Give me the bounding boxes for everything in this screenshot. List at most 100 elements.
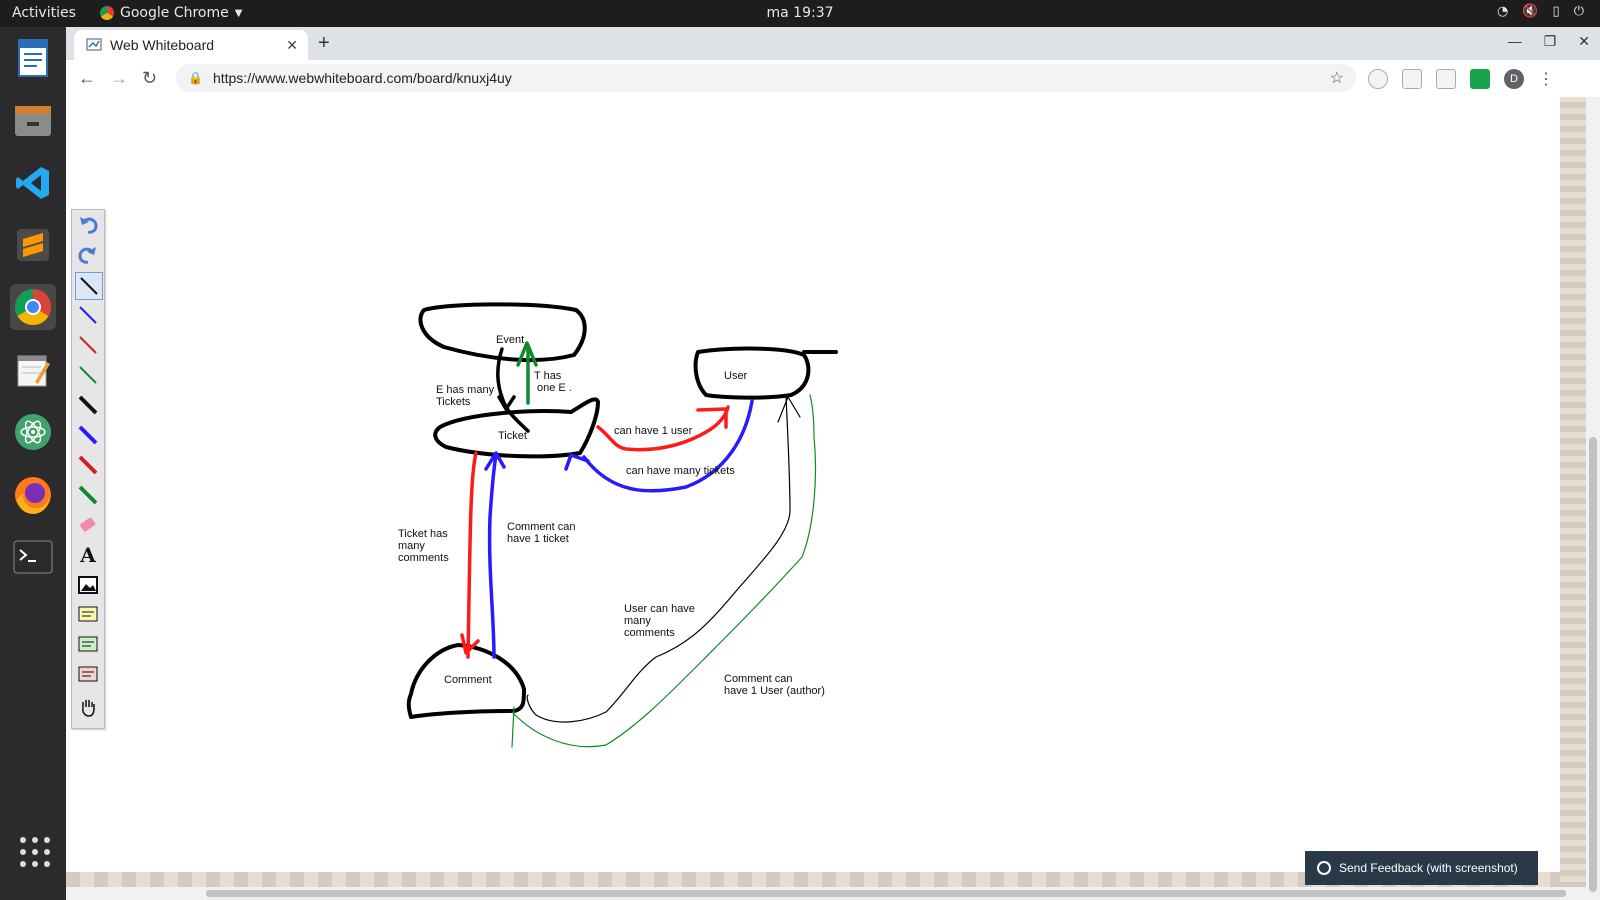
entity-label-event: Event xyxy=(496,334,524,346)
relation-label: Comment can xyxy=(724,673,792,685)
relation-label: User can have xyxy=(624,603,695,615)
lock-icon: 🔒 xyxy=(188,71,203,85)
vertical-scrollbar[interactable] xyxy=(1586,97,1600,900)
green-pen-icon[interactable] xyxy=(75,362,101,388)
pan-hand-icon[interactable] xyxy=(75,694,101,720)
whiteboard-canvas[interactable]: Event User Ticket Comment E has many Tic… xyxy=(66,97,1561,872)
url-text[interactable]: https://www.webwhiteboard.com/board/knux… xyxy=(212,70,512,86)
cors-extension-icon[interactable] xyxy=(1470,69,1490,89)
blue-marker-icon[interactable] xyxy=(75,422,101,448)
bookmark-star-icon[interactable]: ☆ xyxy=(1329,70,1344,87)
send-feedback-label: Send Feedback (with screenshot) xyxy=(1339,861,1518,875)
comment-shape xyxy=(406,643,526,719)
relation-label: one E . xyxy=(537,382,572,394)
black-pen-icon[interactable] xyxy=(75,272,103,300)
close-window-icon[interactable]: ✕ xyxy=(1578,33,1590,49)
extension-icon[interactable] xyxy=(1368,69,1388,89)
green-marker-icon[interactable] xyxy=(75,482,101,508)
send-feedback-button[interactable]: Send Feedback (with screenshot) xyxy=(1305,851,1538,885)
text-editor-icon[interactable] xyxy=(10,347,56,393)
event-shape xyxy=(418,302,587,363)
volume-muted-icon: 🔇 xyxy=(1522,4,1539,19)
red-marker-icon[interactable] xyxy=(75,452,101,478)
close-tab-icon[interactable]: ✕ xyxy=(286,36,298,53)
relation-label: can have many tickets xyxy=(626,465,735,477)
whiteboard-tool-palette: A xyxy=(71,209,105,729)
battery-icon: ▯ xyxy=(1552,4,1560,19)
sticky-note-yellow-icon[interactable] xyxy=(75,602,101,628)
atom-icon[interactable] xyxy=(10,409,56,455)
address-bar[interactable]: 🔒 https://www.webwhiteboard.com/board/kn… xyxy=(176,64,1356,92)
activities-button[interactable]: Activities xyxy=(12,5,76,21)
sticky-note-red-icon[interactable] xyxy=(75,662,101,688)
image-tool-icon[interactable] xyxy=(75,572,101,598)
tab-strip: Web Whiteboard ✕ + — ❐ ✕ xyxy=(66,27,1600,60)
horizontal-scrollbar[interactable] xyxy=(66,887,1586,900)
browser-toolbar: ← → ↻ 🔒 https://www.webwhiteboard.com/bo… xyxy=(66,60,1600,98)
system-tray[interactable]: ◔ 🔇 ▯ ⏻ xyxy=(1497,4,1584,19)
relation-label: have 1 ticket xyxy=(507,533,569,545)
chrome-icon[interactable] xyxy=(10,284,56,330)
reload-button[interactable]: ↻ xyxy=(142,68,158,88)
restore-icon[interactable]: ❐ xyxy=(1543,33,1557,49)
new-tab-button[interactable]: + xyxy=(318,32,330,54)
chrome-icon xyxy=(100,6,114,20)
power-icon: ⏻ xyxy=(1573,4,1584,19)
sticky-note-green-icon[interactable] xyxy=(75,632,101,658)
relation-label: have 1 User (author) xyxy=(724,685,825,697)
relation-label: Tickets xyxy=(436,396,471,408)
entity-label-ticket: Ticket xyxy=(498,430,527,442)
relation-label: many xyxy=(398,540,425,552)
relation-label: E has many xyxy=(436,384,495,396)
browser-window: Web Whiteboard ✕ + — ❐ ✕ ← → ↻ 🔒 https:/… xyxy=(66,27,1600,900)
user-shape xyxy=(693,346,811,400)
red-pen-icon[interactable] xyxy=(75,332,101,358)
back-button[interactable]: ← xyxy=(78,68,96,88)
clock[interactable]: ma 19:37 xyxy=(766,5,834,21)
tab-title: Web Whiteboard xyxy=(110,37,215,53)
relation-label: Ticket has xyxy=(398,528,448,540)
show-applications-icon[interactable] xyxy=(18,835,52,874)
files-icon[interactable] xyxy=(10,97,56,143)
tab-web-whiteboard[interactable]: Web Whiteboard ✕ xyxy=(74,30,308,60)
entity-label-user: User xyxy=(724,370,748,382)
terminal-icon[interactable] xyxy=(10,534,56,580)
relation-label: can have 1 user xyxy=(614,425,693,437)
undo-icon[interactable] xyxy=(75,212,101,238)
launcher-dock xyxy=(0,27,66,900)
er-diagram-sketch: Event User Ticket Comment E has many Tic… xyxy=(398,302,838,748)
extension-icon[interactable] xyxy=(1436,69,1456,89)
system-top-bar: Activities Google Chrome ▼ ma 19:37 ◔ 🔇 … xyxy=(0,0,1600,27)
libreoffice-writer-icon[interactable] xyxy=(10,35,56,81)
smiley-icon xyxy=(1317,861,1331,875)
chevron-down-icon: ▼ xyxy=(234,7,243,19)
blue-pen-icon[interactable] xyxy=(75,302,101,328)
relation-label: Comment can xyxy=(507,521,575,533)
eraser-icon[interactable] xyxy=(75,512,101,538)
relation-label: many xyxy=(624,615,651,627)
extension-icon[interactable] xyxy=(1402,69,1422,89)
vscode-icon[interactable] xyxy=(10,160,56,206)
text-tool-icon[interactable]: A xyxy=(80,543,96,567)
app-menu[interactable]: Google Chrome ▼ xyxy=(100,5,242,21)
scrollbar-thumb[interactable] xyxy=(206,890,1566,897)
minimize-icon[interactable]: — xyxy=(1507,33,1522,49)
whiteboard-favicon-icon xyxy=(86,38,102,51)
relation-label: comments xyxy=(624,627,675,639)
scrollbar-thumb[interactable] xyxy=(1589,437,1597,892)
profile-avatar[interactable]: D xyxy=(1504,69,1524,89)
app-name: Google Chrome xyxy=(120,5,229,21)
sublime-text-icon[interactable] xyxy=(10,222,56,268)
black-marker-icon[interactable] xyxy=(75,392,101,418)
redo-icon[interactable] xyxy=(75,242,101,268)
chrome-menu-icon[interactable]: ⋮ xyxy=(1538,71,1554,88)
firefox-icon[interactable] xyxy=(10,472,56,518)
board-border-right xyxy=(1560,97,1586,900)
forward-button[interactable]: → xyxy=(110,68,128,88)
relation-label: T has xyxy=(534,370,562,382)
extensions-area: D ⋮ xyxy=(1368,69,1554,89)
relation-label: comments xyxy=(398,552,449,564)
window-controls: — ❐ ✕ xyxy=(1508,33,1590,50)
entity-label-comment: Comment xyxy=(444,674,492,686)
ticket-shape xyxy=(433,397,600,459)
